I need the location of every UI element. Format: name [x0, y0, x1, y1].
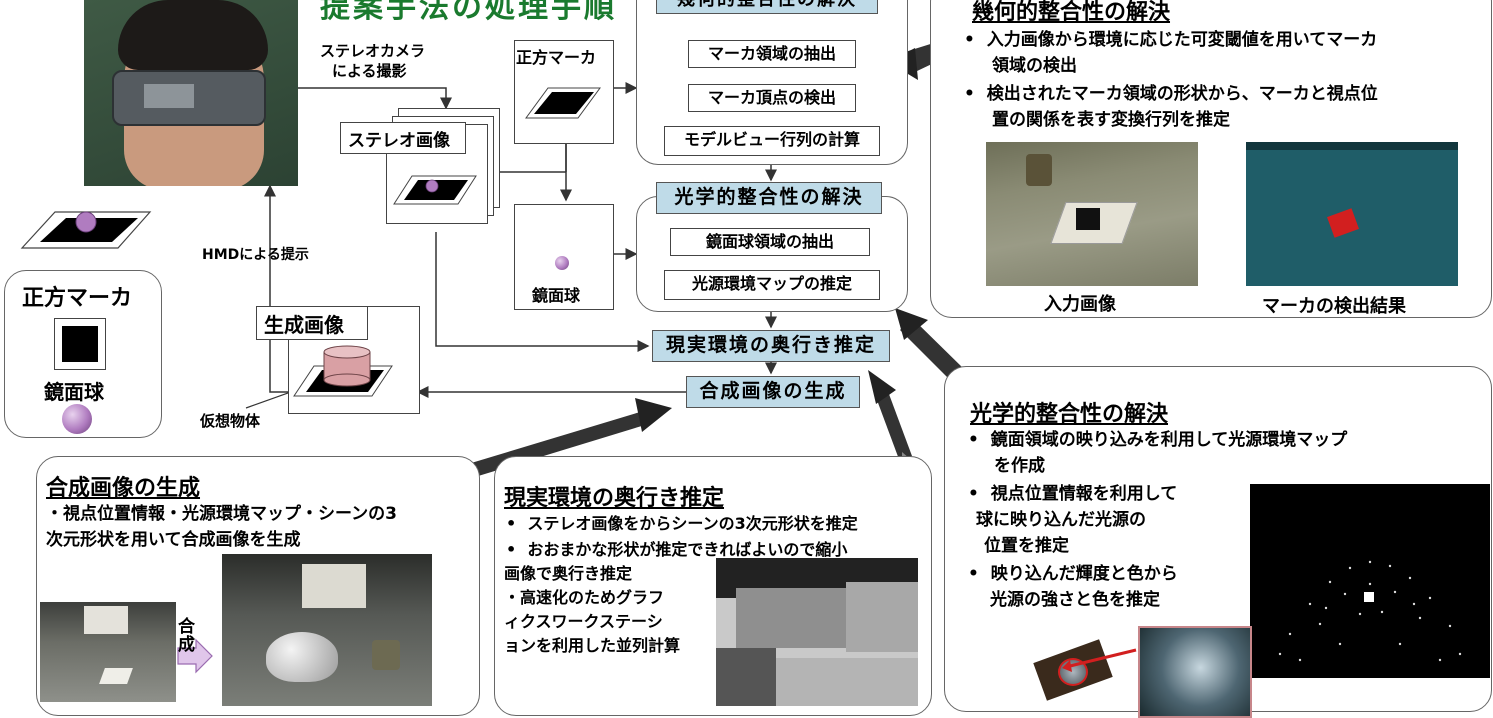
step-marker-region-extraction: マーカ領域の抽出	[688, 40, 856, 68]
input-image-photo	[986, 142, 1198, 286]
optical-group-title: 光学的整合性の解決	[656, 182, 882, 214]
depth-bullet-2b: 画像で奥行き推定	[504, 564, 633, 583]
geometry-bullet-2-l2: 置の関係を表す変換行列を推定	[992, 110, 1230, 130]
composite-panel-title: 合成画像の生成	[46, 476, 201, 501]
optical-panel-title: 光学的整合性の解決	[970, 402, 1169, 427]
depth-bullet-3-l3: ョンを利用した並列計算	[504, 636, 681, 655]
geometry-bullet-1-l2: 領域の検出	[992, 56, 1077, 76]
step-mirror-ball-extraction: 鏡面球領域の抽出	[670, 228, 870, 256]
step-composite-generation: 合成画像の生成	[686, 376, 860, 408]
optical-bullet-2-l2: 球に映り込んだ光源の	[976, 510, 1146, 530]
legend-square-marker-label: 正方マーカ	[22, 286, 133, 311]
optical-bullet-3-l1: • 映り込んだ輝度と色から	[968, 564, 1178, 584]
geometry-bullet-1-l1: • 入力画像から環境に応じた可変閾値を用いてマーカ	[964, 30, 1378, 50]
square-marker-box-label: 正方マーカ	[516, 48, 597, 67]
hmd-display-label: HMDによる提示	[202, 247, 309, 263]
composite-text-2: 次元形状を用いて合成画像を生成	[46, 530, 301, 550]
optical-bullet-1-l2: を作成	[994, 456, 1045, 476]
step-modelview-matrix: モデルビュー行列の計算	[664, 126, 880, 156]
legend-mirror-ball-label: 鏡面球	[44, 380, 104, 404]
depth-panel-title: 現実環境の奥行き推定	[504, 486, 725, 511]
composite-text-1: ・視点位置情報・光源環境マップ・シーンの3	[46, 504, 397, 524]
generated-image-label-box	[256, 306, 368, 340]
page-title: 提案手法の処理手順	[320, 0, 617, 25]
step-depth-estimation: 現実環境の奥行き推定	[652, 330, 890, 362]
depth-map-image	[716, 558, 918, 706]
marker-detection-caption: マーカの検出結果	[1262, 296, 1406, 317]
optical-bullet-2-l1: • 視点位置情報を利用して	[968, 484, 1178, 504]
mirror-ball-zoom	[1138, 626, 1252, 718]
geometry-bullet-2-l1: • 検出されたマーカ領域の形状から、マーカと視点位	[964, 84, 1378, 104]
hmd-user-photo	[84, 0, 298, 186]
optical-bullet-2-l3: 位置を推定	[984, 536, 1069, 556]
stereo-image-label: ステレオ画像	[348, 131, 450, 151]
optical-bullet-1-l1: • 鏡面領域の映り込みを利用して光源環境マップ	[968, 430, 1348, 450]
composite-result-photo	[222, 554, 432, 706]
depth-bullet-1: • ステレオ画像をからシーンの3次元形状を推定	[506, 514, 858, 533]
virtual-object-label: 仮想物体	[200, 412, 261, 430]
optical-bullet-3-l2: 光源の強さと色を推定	[990, 590, 1160, 610]
mirror-ball-icon	[555, 256, 569, 270]
step-light-env-map: 光源環境マップの推定	[664, 270, 880, 300]
generated-image-label: 生成画像	[264, 313, 344, 337]
light-env-map-visual	[1250, 484, 1490, 678]
input-image-caption: 入力画像	[1044, 294, 1116, 315]
geometry-group-title: 幾何的整合性の解決	[656, 0, 878, 14]
legend-square-marker-icon	[54, 318, 106, 370]
composite-input-photo	[40, 602, 176, 702]
camera-label-2: による撮影	[332, 62, 407, 80]
legend-mirror-ball-icon	[62, 404, 92, 434]
stereo-image-label-box	[340, 122, 466, 154]
mirror-ball-photo	[1024, 636, 1128, 702]
step-marker-vertex-detection: マーカ頂点の検出	[688, 84, 856, 112]
geometry-panel-title: 幾何的整合性の解決	[972, 0, 1171, 25]
mirror-ball-box-label: 鏡面球	[532, 286, 581, 305]
composite-arrow-label: 合成	[178, 617, 195, 655]
camera-label-1: ステレオカメラ	[320, 42, 426, 60]
marker-detection-photo	[1246, 142, 1458, 286]
depth-bullet-2: • おおまかな形状が推定できればよいので縮小	[506, 540, 848, 559]
depth-bullet-3-l1: ・高速化のためグラフ	[504, 588, 665, 607]
depth-bullet-3-l2: ィクスワークステーシ	[504, 612, 663, 631]
